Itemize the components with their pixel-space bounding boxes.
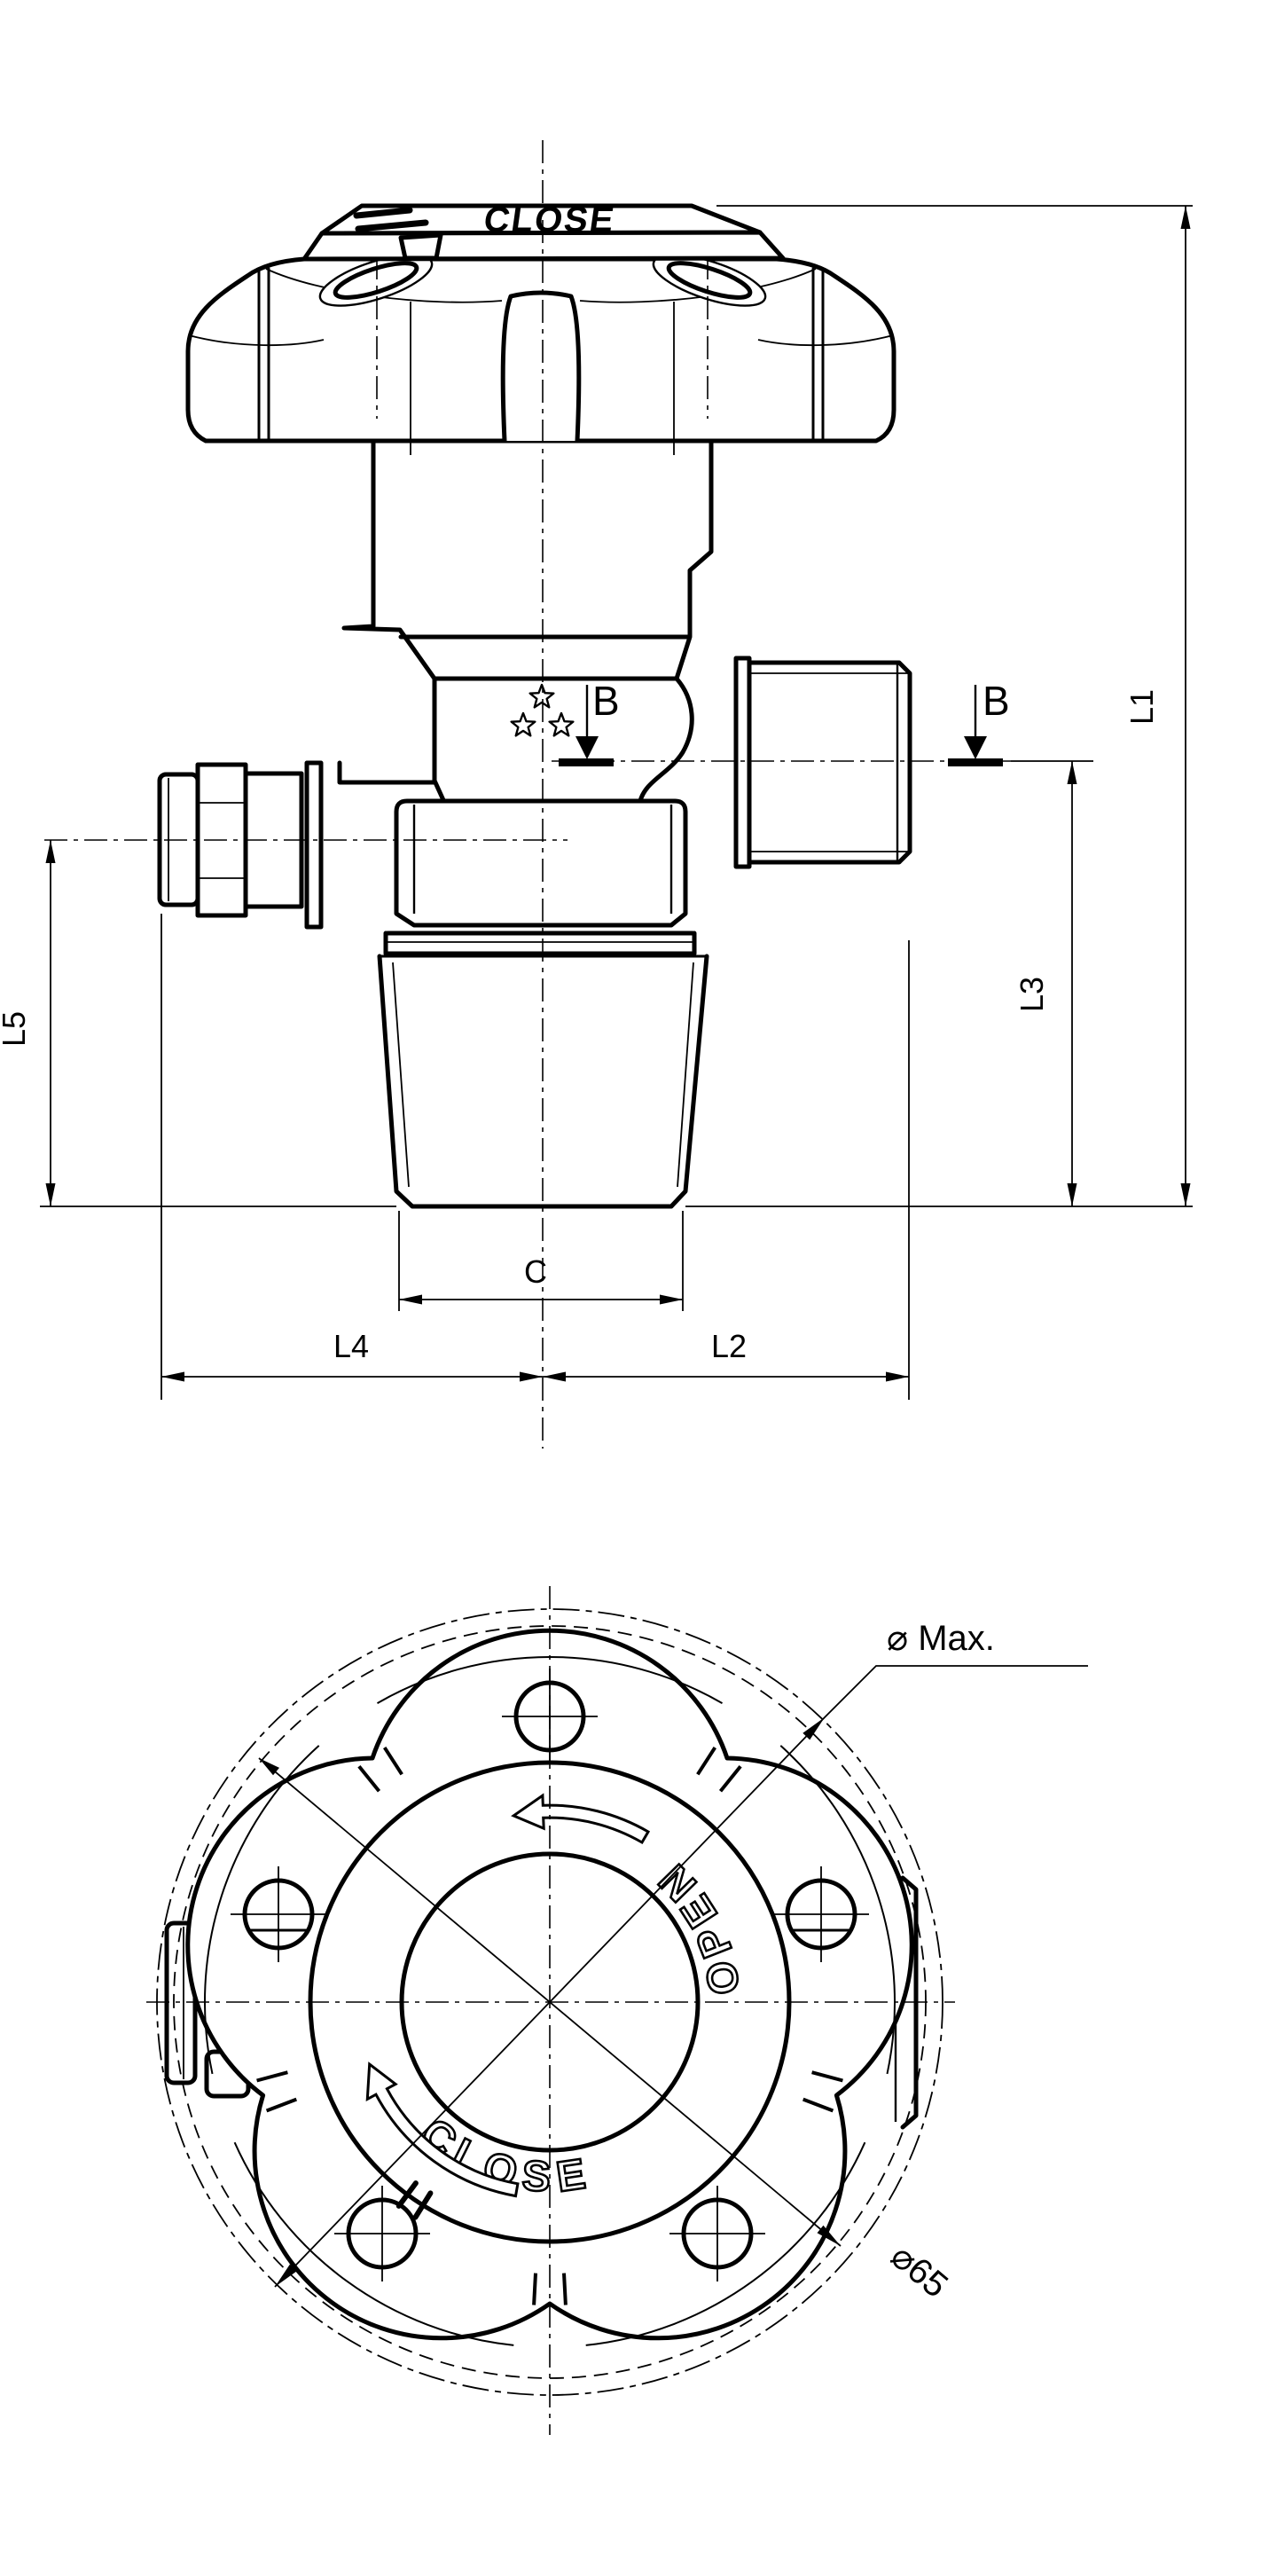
dim-label-c: C (524, 1253, 547, 1290)
gland-chamfer-lines (412, 805, 673, 914)
section-bar (948, 758, 1003, 766)
arrow-icon (275, 2264, 297, 2287)
handwheel-crease-right (811, 267, 825, 442)
section-markers: B B (559, 678, 1010, 766)
section-arrow-icon (964, 736, 987, 759)
section-label: B (983, 678, 1010, 724)
hole (334, 2186, 430, 2281)
leader-line (274, 1665, 1088, 2288)
arrow-icon (817, 2225, 841, 2246)
arrow-up-icon (1180, 206, 1191, 229)
left-port (157, 760, 324, 930)
inlet-thread-crest (392, 962, 694, 1188)
front-lobe (500, 290, 582, 444)
dim-label-l2: L2 (711, 1328, 747, 1364)
close-direction-arrow-icon (365, 2062, 520, 2198)
section-marker-right: B (948, 678, 1010, 766)
arrow-right-icon (520, 1371, 543, 1382)
body-right-blend (638, 676, 694, 804)
right-port (733, 656, 912, 869)
right-port-thread (747, 660, 912, 865)
handwheel-crease-left (257, 267, 270, 442)
hole (773, 1866, 869, 1962)
star-icon (510, 711, 536, 737)
dim-l3: L3 (1014, 761, 1077, 1206)
arrow-down-icon (1067, 1183, 1077, 1206)
neck-left-edge (341, 438, 437, 681)
port-flange (304, 760, 324, 930)
arrow-left-icon (399, 1294, 422, 1305)
dim-l2: L2 (543, 1328, 909, 1382)
valve-body (337, 676, 694, 804)
section-bar (559, 758, 614, 766)
star-icon (548, 711, 575, 737)
arrow-down-icon (1180, 1183, 1191, 1206)
grip-hole-right (652, 254, 767, 307)
dim-l1: L1 (1124, 206, 1191, 1206)
section-label: B (592, 678, 620, 724)
cap-close-label: CLOSE (482, 200, 618, 240)
cap-tab (398, 232, 443, 261)
section-marker-left: B (559, 678, 620, 766)
dim-label-l5: L5 (0, 1011, 32, 1047)
arrow-left-icon (543, 1371, 566, 1382)
neck-right-edge (687, 438, 714, 639)
handwheel-cap: CLOSE (301, 200, 786, 262)
arrow-up-icon (1067, 761, 1077, 784)
hole (231, 1866, 326, 1962)
dim-label-l3: L3 (1014, 977, 1050, 1012)
arrow-up-icon (45, 840, 56, 863)
arrow-icon (802, 1717, 825, 1740)
ext-c (398, 1211, 684, 1311)
open-direction-arrow-icon (511, 1793, 651, 1845)
gland-nut (394, 798, 688, 928)
dim-dia-max: ⌀ Max. (274, 1619, 1088, 2288)
dimensions: L1 L3 L5 C (0, 205, 1193, 1400)
side-view: CLOSE (0, 140, 1193, 1449)
arrow-down-icon (45, 1183, 56, 1206)
dia-max-label: ⌀ Max. (887, 1619, 995, 1658)
arrow-icon (259, 1758, 279, 1776)
dim-c: C (399, 1253, 683, 1305)
right-port-thread-crest (749, 672, 910, 852)
dia65-label: ⌀65 (883, 2236, 955, 2305)
lobe-steps (256, 1747, 843, 2305)
dim-label-l1: L1 (1124, 689, 1160, 725)
top-view: OPEN CLOSE ⌀65 ⌀ Max. (146, 1586, 1088, 2435)
inlet-stem (377, 954, 709, 1209)
body-left-edge (337, 676, 446, 803)
section-arrow-icon (575, 736, 599, 759)
hex-facets (198, 802, 246, 879)
bonnet-neck (341, 438, 714, 681)
collar (383, 931, 697, 956)
lobe-scallops (203, 1656, 896, 2346)
handwheel-body (185, 254, 896, 455)
dim-l4: L4 (161, 1328, 543, 1382)
dim-label-l4: L4 (333, 1328, 369, 1364)
body-shoulder (398, 634, 693, 681)
arrow-left-icon (161, 1371, 184, 1382)
hole (669, 2186, 765, 2281)
grip-hole-left (318, 254, 434, 307)
lobe-line-right (757, 334, 894, 347)
star-icon (528, 683, 555, 709)
lower-assembly (377, 798, 709, 1209)
mold-mark-icon (353, 207, 429, 232)
arrow-right-icon (886, 1371, 909, 1382)
arrow-right-icon (660, 1294, 683, 1305)
lobe-line-left (188, 334, 325, 347)
dim-l5: L5 (0, 840, 56, 1206)
mold-mark-icon (395, 2180, 434, 2220)
star-marks (510, 683, 575, 737)
handwheel-holes (231, 1669, 869, 2281)
